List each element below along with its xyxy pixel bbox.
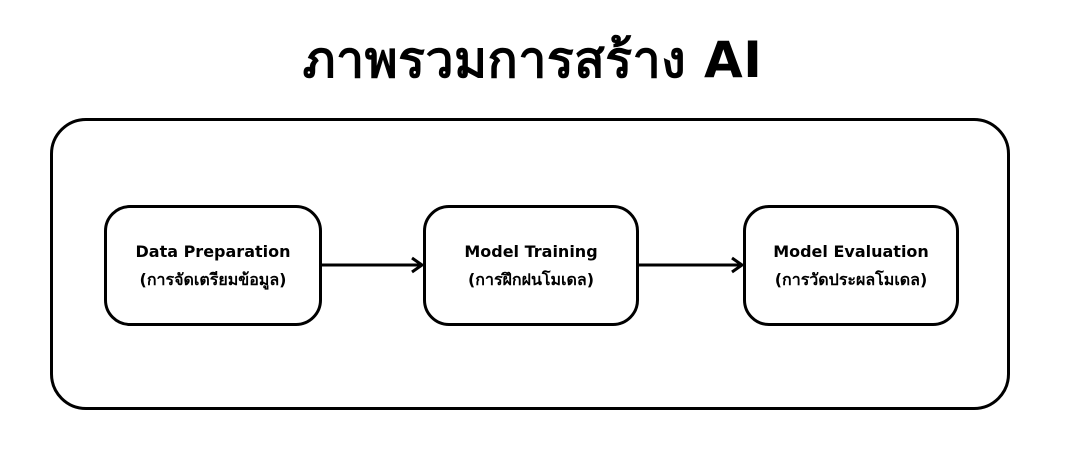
step-data-preparation: Data Preparation (การจัดเตรียมข้อมูล) — [104, 205, 322, 326]
step-model-training-thai-label: (การฝึกฝนโมเดล) — [467, 269, 595, 289]
process-frame — [50, 118, 1010, 410]
diagram-title: ภาพรวมการสร้าง AI — [302, 31, 763, 89]
step-model-evaluation-thai-label: (การวัดประผลโมเดล) — [774, 269, 928, 289]
step-data-preparation-thai-label: (การจัดเตรียมข้อมูล) — [139, 269, 287, 289]
step-model-training: Model Training (การฝึกฝนโมเดล) — [423, 205, 639, 326]
step-model-training-label: Model Training — [464, 241, 598, 261]
step-data-preparation-label: Data Preparation — [135, 241, 291, 261]
step-model-evaluation-label: Model Evaluation — [773, 241, 929, 261]
arrow-preparation-to-training — [322, 256, 425, 274]
arrow-training-to-evaluation — [639, 256, 745, 274]
step-model-evaluation: Model Evaluation (การวัดประผลโมเดล) — [743, 205, 959, 326]
